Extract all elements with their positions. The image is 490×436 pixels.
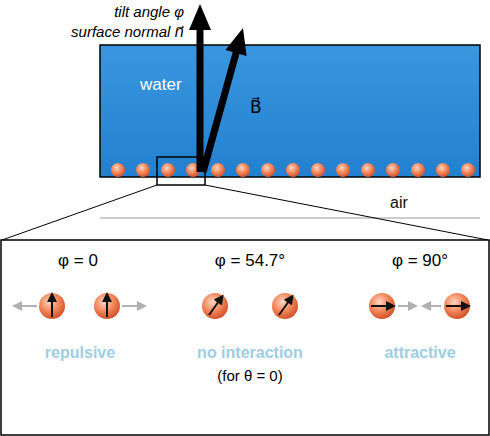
particle (236, 163, 250, 177)
field-arrow (200, 28, 247, 173)
dipole-arrow (106, 300, 108, 317)
air-region: air (100, 177, 480, 218)
zoom-line (205, 185, 488, 240)
particle (136, 163, 150, 177)
dipole-arrow (279, 301, 289, 315)
water-region: water (100, 45, 480, 177)
interaction-label: repulsive (45, 343, 115, 362)
particle (361, 163, 375, 177)
dipole-arrow (371, 305, 388, 307)
zoom-panel (1, 240, 489, 435)
angle-value: φ = 0 (58, 251, 98, 271)
particle (261, 163, 275, 177)
particle (286, 163, 300, 177)
air-boundary (100, 218, 480, 219)
dipole-arrow (209, 301, 219, 315)
dipole-arrow (446, 305, 463, 307)
force-arrow (122, 305, 139, 307)
particle (272, 293, 298, 319)
particle (386, 163, 400, 177)
particle (211, 163, 225, 177)
particle (436, 163, 450, 177)
particle-row (111, 163, 475, 177)
particle (202, 293, 228, 319)
particle (369, 293, 395, 319)
angle-value: φ = 90° (392, 251, 448, 271)
force-arrow (429, 305, 441, 307)
force-arrow (20, 305, 37, 307)
angle-value: φ = 54.7° (215, 251, 285, 271)
particle (39, 293, 65, 319)
particle (461, 163, 475, 177)
zoom-line (2, 185, 157, 240)
particle (94, 293, 120, 319)
particle (444, 293, 470, 319)
particle (336, 163, 350, 177)
dipole-arrow (51, 300, 53, 317)
particle (411, 163, 425, 177)
interaction-label: no interaction (197, 343, 303, 362)
vector-label: B⃗ (250, 98, 262, 118)
vector-label: surface normal n⃗ (71, 23, 184, 41)
interaction-label: attractive (384, 343, 455, 362)
condition-note: (for θ = 0) (217, 367, 282, 385)
particle (161, 163, 175, 177)
particle (311, 163, 325, 177)
region-label: water (140, 75, 182, 95)
angle-label: tilt angle φ (114, 3, 184, 21)
particle (111, 163, 125, 177)
region-label: air (390, 193, 408, 212)
force-arrow (398, 305, 410, 307)
